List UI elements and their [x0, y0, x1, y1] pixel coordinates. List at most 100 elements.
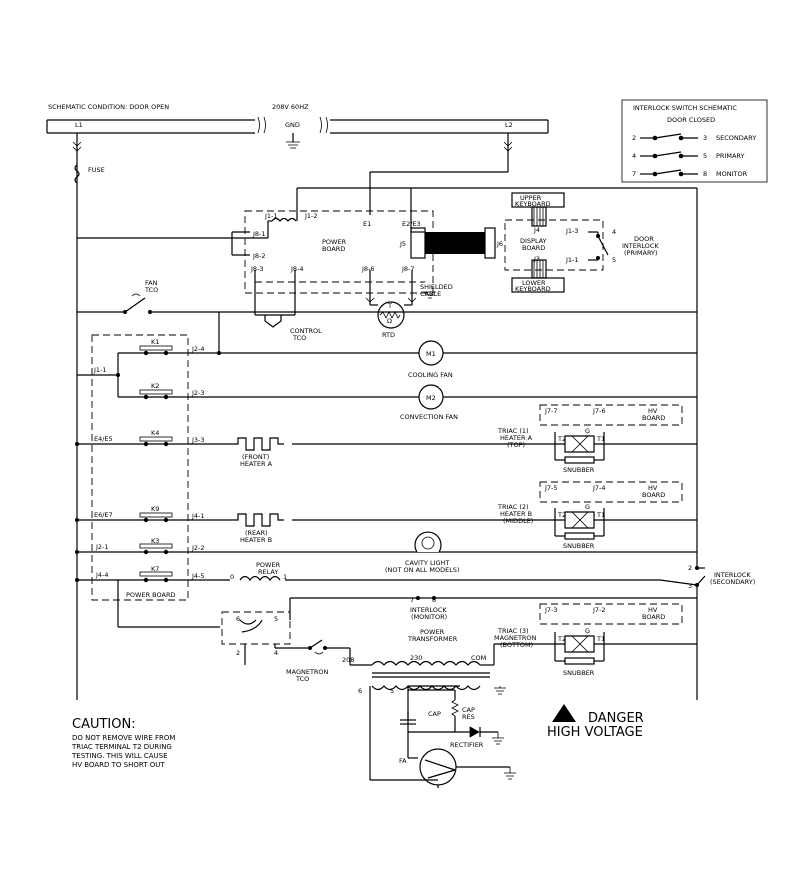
- cavity-light-circuit: [75, 531, 697, 555]
- k2-label: K2: [151, 382, 159, 390]
- power-relay-2: RELAY: [258, 568, 278, 576]
- triac3-hv1: HV: [648, 606, 658, 614]
- upper-kb-2: KEYBOARD: [515, 200, 551, 208]
- triac-3: [494, 603, 697, 665]
- triac2-name3: (MIDDLE): [503, 517, 533, 525]
- convection-fan-label: CONVECTION FAN: [400, 413, 458, 421]
- interlock-switch-schematic: INTERLOCK SWITCH SCHEMATIC DOOR CLOSED 2…: [621, 99, 768, 183]
- lower-j1-1: J1-1: [93, 366, 107, 374]
- j4-1: J4-1: [191, 512, 205, 520]
- triac1-t1: T1: [596, 435, 605, 443]
- rectifier-label: RECTIFIER: [450, 741, 484, 749]
- k4-label: K4: [151, 429, 159, 437]
- pb-j1-1: J1-1: [264, 212, 278, 220]
- control-tco-1: CONTROL: [290, 327, 322, 335]
- pb-j8-1: J8-1: [252, 230, 266, 238]
- relay-0: 0: [230, 573, 234, 581]
- triac2-name2: HEATER B: [500, 510, 532, 518]
- triac2-t2: T2: [557, 511, 566, 519]
- power-board-lower: [91, 334, 189, 601]
- terminal-block: [46, 116, 549, 149]
- interlock-mon-2: (MONITOR): [411, 613, 447, 621]
- pb-j8-6: J8-6: [361, 265, 375, 273]
- heater-b-circuit: [75, 512, 697, 527]
- triac1-hv2: BOARD: [642, 414, 665, 422]
- l1-label: L1: [75, 121, 83, 129]
- triac1-t2: T2: [557, 435, 566, 443]
- lower-kb-1: LOWER: [522, 279, 546, 287]
- triac1-g: G: [585, 427, 590, 435]
- rtd-label: RTD: [382, 331, 395, 339]
- shielded-label-1: SHIELDED: [420, 283, 453, 291]
- triac3-jl: J7-3: [544, 606, 558, 614]
- sw-row-3-right: 8: [703, 170, 707, 178]
- sw-row-3-left: 7: [632, 170, 636, 178]
- heater-b-1: (REAR): [245, 529, 268, 537]
- pb-e2e3: E2/E3: [402, 220, 421, 228]
- hv-com: COM: [471, 654, 486, 662]
- sw-row-1-left: 2: [632, 134, 636, 142]
- caution-line-1: DO NOT REMOVE WIRE FROM: [72, 734, 175, 742]
- power-relay-1: POWER: [256, 561, 281, 569]
- interlock-box-title: INTERLOCK SWITCH SCHEMATIC: [633, 104, 737, 112]
- cap-res-2: RES: [462, 713, 475, 721]
- triac2-hv2: BOARD: [642, 491, 665, 499]
- caution-line-3: TESTING. THIS WILL CAUSE: [71, 752, 168, 760]
- triac-1: [539, 404, 683, 464]
- pb-j5: J5: [399, 240, 406, 248]
- upper-kb-1: UPPER: [520, 194, 542, 202]
- triac3-snubber: SNUBBER: [563, 669, 595, 677]
- fa-label: FA: [399, 757, 407, 765]
- fuse-label: FUSE: [88, 166, 105, 174]
- pb-j8-7: J8-7: [401, 265, 415, 273]
- triac2-jl: J7-5: [544, 484, 558, 492]
- sec-2: 2: [688, 564, 692, 572]
- relay-p2: 2: [236, 649, 240, 657]
- e4e5-label: E4/E5: [94, 435, 113, 443]
- triac2-name1: TRIAC (2): [497, 503, 529, 511]
- e6e7-label: E6/E7: [94, 511, 113, 519]
- k3-label: K3: [151, 537, 159, 545]
- triac1-hv1: HV: [648, 407, 658, 415]
- j2-1-label: J2-1: [95, 543, 109, 551]
- caution-line-2: TRIAC TERMINAL T2 DURING: [71, 743, 172, 751]
- heater-a-circuit: [75, 436, 697, 451]
- ribbon-cable: [410, 227, 496, 259]
- pb-title-2: BOARD: [322, 245, 345, 253]
- disp-j1-1: J1-1: [565, 256, 579, 264]
- rtd-t: T: [387, 302, 392, 310]
- triac1-name1: TRIAC (1): [497, 427, 529, 435]
- cap-res-1: CAP: [462, 706, 475, 714]
- sw-row-2-left: 4: [632, 152, 636, 160]
- cooling-fan-label: COOLING FAN: [408, 371, 453, 379]
- interlock-mon-1: INTERLOCK: [410, 606, 447, 614]
- hv-6: 6: [358, 687, 362, 695]
- l2-label: L2: [505, 121, 513, 129]
- triac3-name1: TRIAC (3): [497, 627, 529, 635]
- mon-7: 7: [410, 596, 414, 604]
- mon-8: 8: [432, 596, 436, 604]
- j4-4-label: J4-4: [95, 571, 109, 579]
- triac1-jr: J7-6: [592, 407, 606, 415]
- triac2-jr: J7-4: [592, 484, 606, 492]
- interlock-sec-2: (SECONDARY): [710, 578, 755, 586]
- triac1-snubber: SNUBBER: [563, 466, 595, 474]
- disp-j1-3: J1-3: [565, 227, 579, 235]
- heater-b-2: HEATER B: [240, 536, 272, 544]
- triac3-hv2: BOARD: [642, 613, 665, 621]
- control-tco-2: TCO: [292, 334, 306, 342]
- xfmr-2: TRANSFORMER: [407, 635, 458, 643]
- triac3-name3: (BOTTOM): [500, 641, 533, 649]
- cavity-light-1: CAVITY LIGHT: [405, 559, 449, 567]
- j4-5: J4-5: [191, 572, 205, 580]
- m1-label: M1: [426, 350, 436, 358]
- fan-tco-2: TCO: [144, 286, 158, 294]
- magnetron-tco-2: TCO: [295, 675, 309, 683]
- power-relay-circuit: [75, 566, 706, 587]
- j2-4: J2-4: [191, 345, 205, 353]
- relay-1: 1: [283, 573, 287, 581]
- sw-row-1-label: SECONDARY: [716, 134, 756, 142]
- pb-j8-4: J8-4: [290, 265, 304, 273]
- k1-label: K1: [151, 338, 159, 346]
- cavity-light-2: (NOT ON ALL MODELS): [385, 566, 459, 574]
